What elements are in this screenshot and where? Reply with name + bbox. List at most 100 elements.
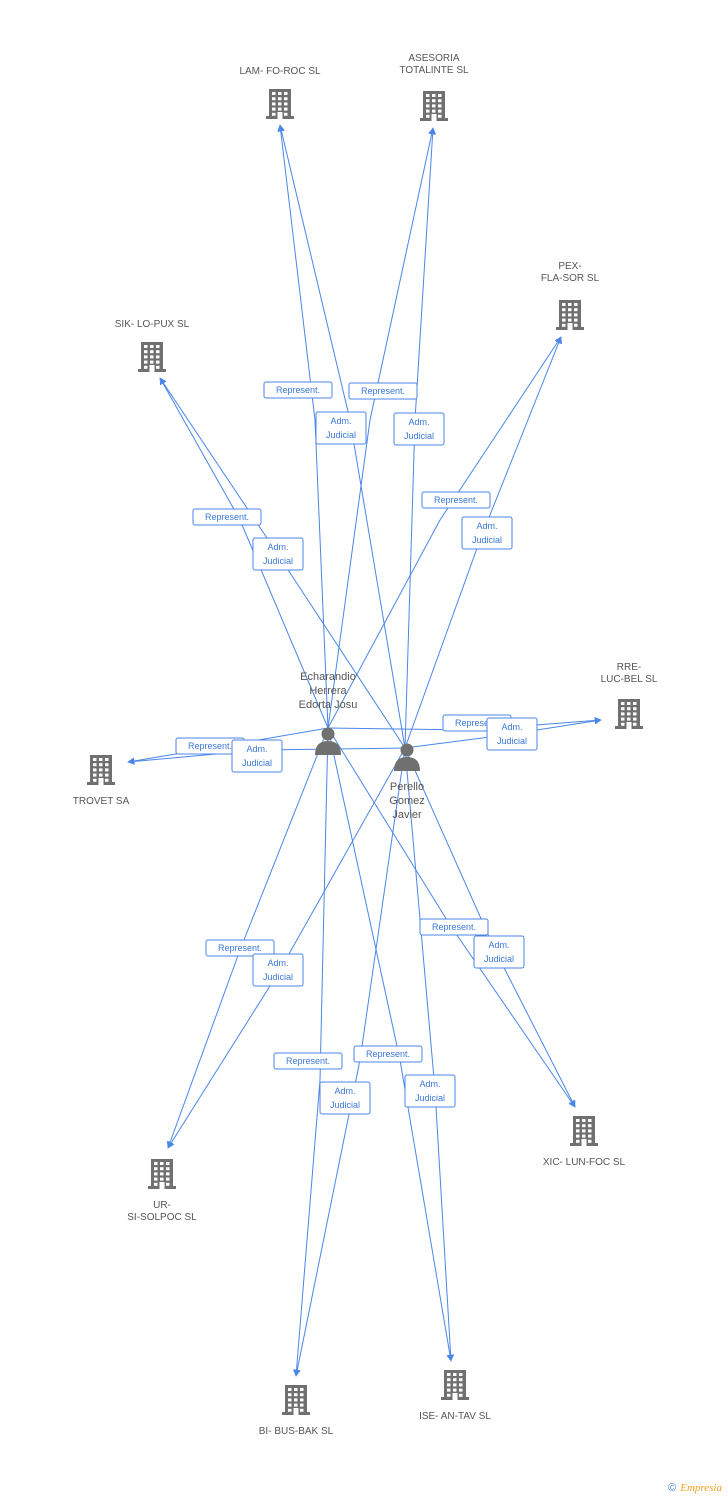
company-node-c1[interactable]: LAM- FO-ROC SL bbox=[239, 66, 321, 119]
edge-p1-c1 bbox=[277, 124, 329, 729]
edge-label-box bbox=[192, 508, 262, 526]
footer-brand[interactable]: ©Empresia bbox=[668, 1482, 722, 1494]
edge-label[interactable]: Represent. bbox=[205, 939, 275, 957]
edge-label-text: Judicial bbox=[263, 972, 293, 982]
edge-label-text: Represent. bbox=[205, 512, 249, 522]
edge-label-text: Judicial bbox=[497, 736, 527, 746]
edge-label-text: Represent. bbox=[432, 922, 476, 932]
edge-label-box bbox=[252, 537, 304, 571]
edge-label-box bbox=[263, 381, 333, 399]
edge-label[interactable]: Adm.Judicial bbox=[393, 412, 445, 446]
company-label: SIK- LO-PUX SL bbox=[115, 319, 190, 330]
edge-label-box bbox=[421, 491, 491, 509]
company-label: ISE- AN-TAV SL bbox=[419, 1411, 491, 1422]
edge-label-text: Represent. bbox=[286, 1056, 330, 1066]
building-icon bbox=[148, 1159, 176, 1189]
edge-label-text: Judicial bbox=[326, 430, 356, 440]
person-label: Gomez bbox=[389, 795, 424, 807]
edge-label-box bbox=[419, 918, 489, 936]
edge-label-box bbox=[319, 1081, 371, 1115]
edge-label[interactable]: Adm. Judicial bbox=[315, 411, 367, 445]
building-icon bbox=[266, 89, 294, 119]
edge-label-text: Represent. bbox=[218, 943, 262, 953]
company-label: BI- BUS-BAK SL bbox=[259, 1426, 334, 1437]
company-label: UR- bbox=[153, 1200, 171, 1211]
building-icon bbox=[556, 300, 584, 330]
edge-label-text: Adm. bbox=[334, 1086, 355, 1096]
edge-label[interactable]: Represent. bbox=[263, 381, 333, 399]
edge-p1-c9 bbox=[293, 727, 329, 1377]
company-label: LAM- FO-ROC SL bbox=[239, 66, 321, 77]
edge-label[interactable]: Represent. bbox=[353, 1045, 423, 1063]
edge-label-box bbox=[473, 935, 525, 969]
company-label: LUC-BEL SL bbox=[601, 674, 658, 685]
edge-label-text: Adm. bbox=[267, 542, 288, 552]
edge-label[interactable]: Adm.Judicial bbox=[319, 1081, 371, 1115]
company-node-c4[interactable]: SIK- LO-PUX SL bbox=[115, 319, 190, 372]
edge-label-box bbox=[348, 382, 418, 400]
edge-label-text: Represent. bbox=[455, 718, 499, 728]
edge-label[interactable]: Represent. bbox=[273, 1052, 343, 1070]
person-label: Echarandio bbox=[300, 671, 356, 683]
edge-p1-c10 bbox=[327, 727, 454, 1362]
person-label: Edorta Josu bbox=[299, 699, 358, 711]
company-label: TROVET SA bbox=[73, 796, 130, 807]
edge-label-text: Adm. bbox=[246, 744, 267, 754]
edge-label[interactable]: Adm. Judicial bbox=[252, 953, 304, 987]
edge-label-text: Adm. bbox=[330, 416, 351, 426]
edge-label-text: Adm. bbox=[488, 940, 509, 950]
edge-label-box bbox=[486, 717, 538, 751]
edge-label-text: Adm. bbox=[501, 722, 522, 732]
company-node-c7[interactable]: UR-SI-SOLPOC SL bbox=[127, 1159, 197, 1223]
edge-label[interactable]: Adm. Judicial bbox=[461, 516, 513, 550]
edge-label[interactable]: Represent. bbox=[192, 508, 262, 526]
company-node-c6[interactable]: TROVET SA bbox=[73, 755, 130, 807]
edge-label[interactable]: Adm.Judicial bbox=[231, 739, 283, 773]
building-icon bbox=[87, 755, 115, 785]
edge-label-text: Adm. bbox=[419, 1079, 440, 1089]
company-node-c10[interactable]: ISE- AN-TAV SL bbox=[419, 1370, 491, 1422]
edge-label-text: Represent. bbox=[188, 741, 232, 751]
edge-label-text: Judicial bbox=[415, 1093, 445, 1103]
person-label: Javier bbox=[392, 809, 422, 821]
edge-label-text: Judicial bbox=[472, 535, 502, 545]
edge-label-text: Represent. bbox=[366, 1049, 410, 1059]
company-node-c9[interactable]: BI- BUS-BAK SL bbox=[259, 1385, 334, 1437]
edge-label[interactable]: Represent. bbox=[348, 382, 418, 400]
edge-label-text: Judicial bbox=[484, 954, 514, 964]
edge-label-text: Represent. bbox=[361, 386, 405, 396]
edge-label[interactable]: Adm. Judicial bbox=[473, 935, 525, 969]
edge-label-text: Adm. bbox=[267, 958, 288, 968]
edge-label-box bbox=[353, 1045, 423, 1063]
edge-label-box bbox=[393, 412, 445, 446]
person-label: Perello bbox=[390, 781, 424, 793]
edge-label-box bbox=[461, 516, 513, 550]
edge-label[interactable]: Represent. bbox=[419, 918, 489, 936]
building-icon bbox=[420, 91, 448, 121]
edge-p1-c3 bbox=[327, 336, 562, 729]
edge-label-box bbox=[205, 939, 275, 957]
person-icon bbox=[315, 727, 341, 755]
edge-label-text: Judicial bbox=[263, 556, 293, 566]
edge-label[interactable]: Adm. Judicial bbox=[486, 717, 538, 751]
edge-label-text: Adm. bbox=[476, 521, 497, 531]
company-node-c8[interactable]: XIC- LUN-FOC SL bbox=[543, 1116, 626, 1168]
person-icon bbox=[394, 743, 420, 771]
company-label: FLA-SOR SL bbox=[541, 273, 600, 284]
company-label: SI-SOLPOC SL bbox=[127, 1212, 197, 1223]
edge-label[interactable]: Adm. Judicial bbox=[404, 1074, 456, 1108]
company-node-c3[interactable]: PEX-FLA-SOR SL bbox=[541, 261, 600, 330]
edge-label[interactable]: Represent. bbox=[421, 491, 491, 509]
company-node-c5[interactable]: RRE-LUC-BEL SL bbox=[601, 662, 658, 729]
edge-label-text: Judicial bbox=[404, 431, 434, 441]
edge-label-box bbox=[273, 1052, 343, 1070]
edge-label-box bbox=[315, 411, 367, 445]
edge-p1-c2 bbox=[327, 127, 436, 729]
edge-label[interactable]: Adm. Judicial bbox=[252, 537, 304, 571]
edge-label-text: Represent. bbox=[434, 495, 478, 505]
